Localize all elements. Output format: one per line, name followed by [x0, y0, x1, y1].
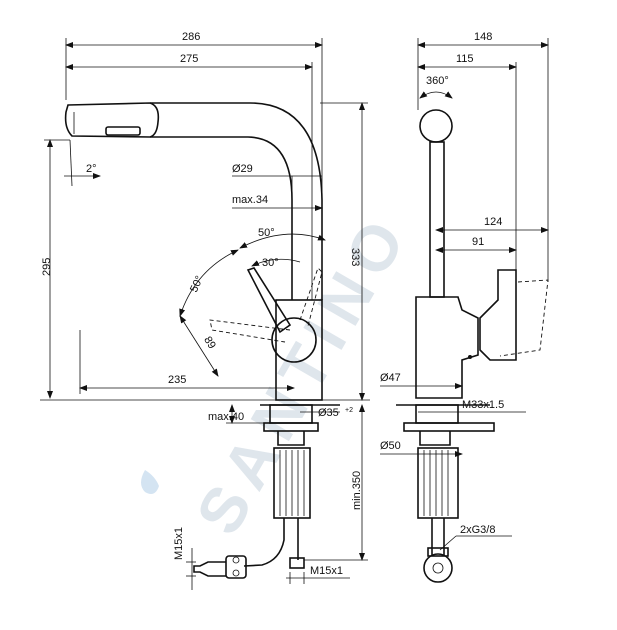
dim-lever-depth: 124 — [484, 216, 502, 228]
dim-reach-lever: 235 — [168, 374, 186, 386]
valve-connector — [225, 555, 247, 579]
arc-left — [179, 249, 239, 317]
side-mount-plate — [403, 422, 495, 432]
leader-g38 — [439, 535, 457, 551]
side-hose-coupling — [423, 553, 453, 583]
side-column — [429, 141, 445, 298]
dim-line-89 — [179, 315, 219, 377]
dim-max-deck: max.40 — [208, 411, 244, 423]
spout-inner — [150, 136, 293, 300]
dim-spout-tilt: 2° — [86, 163, 97, 175]
dim-hose-connection: 2xG3/8 — [460, 524, 495, 536]
side-threaded-shank — [417, 447, 459, 519]
dim-side-width-overall: 148 — [474, 31, 492, 43]
side-body — [415, 296, 479, 399]
side-coupling-core — [432, 562, 444, 574]
dim-width-overall: 286 — [182, 31, 200, 43]
valve-screw-top — [232, 556, 240, 564]
dim-lever-offset: 91 — [472, 236, 484, 248]
arc-rotation — [419, 91, 453, 99]
watermark-drop-icon — [141, 470, 159, 494]
dim-diameter-body: Ø29 — [232, 163, 253, 175]
arc-upper — [239, 233, 326, 249]
dim-angle-lever: 30° — [262, 257, 279, 269]
front-view: 286 275 2° Ø29 max.34 50° 30° 50° 89 295… — [40, 31, 370, 590]
spout-outer — [150, 102, 323, 300]
dim-side-width-body: 115 — [456, 53, 474, 65]
dim-connection-horizontal: M15x1 — [310, 565, 343, 577]
mount-plate — [263, 422, 319, 432]
dim-rotation: 360° — [426, 75, 449, 87]
dim-max-handle: max.34 — [232, 194, 268, 206]
dim-diameter-hole: Ø35 — [318, 407, 339, 419]
dim-min-hose: min.350 — [351, 471, 363, 510]
hose-nut — [289, 557, 305, 569]
dim-diameter-hole-tol: +2 — [345, 407, 353, 414]
dim-lever-length: 89 — [201, 334, 218, 351]
arc-lever — [251, 258, 301, 267]
dim-connection-vertical: M15x1 — [173, 527, 185, 560]
spout-head — [64, 102, 160, 138]
lever-alt-left — [209, 319, 291, 343]
side-spout-head — [419, 109, 453, 143]
lever-hub — [271, 317, 317, 363]
threaded-shank — [273, 447, 311, 519]
valve-nipple — [193, 561, 226, 577]
side-lever-alt — [499, 279, 549, 357]
valve-screw-bottom — [232, 569, 240, 577]
dim-height-total: 333 — [349, 248, 361, 266]
dim-angle-upper: 50° — [258, 227, 275, 239]
dim-thread: M33x1.5 — [462, 399, 504, 411]
hose-left — [243, 518, 285, 567]
dim-angle-left: 50° — [188, 274, 206, 294]
dim-width-spout: 275 — [180, 53, 198, 65]
side-hose-nut — [427, 547, 449, 557]
dim-base-diameter: Ø47 — [380, 372, 401, 384]
lever-handle — [246, 267, 292, 334]
dim-height-spout: 295 — [41, 258, 53, 276]
side-view: 148 115 360° 124 91 Ø47 M33x1.5 Ø50 2xG3… — [380, 31, 549, 583]
side-deck-thickness — [415, 404, 459, 424]
mount-neck — [277, 431, 305, 446]
side-mount-neck — [419, 431, 451, 446]
side-indicator-dot — [468, 355, 472, 359]
spray-face — [105, 126, 141, 136]
dim-plate-diameter: Ø50 — [380, 440, 401, 452]
lever-alt-right — [299, 267, 323, 327]
side-lever — [479, 269, 517, 361]
